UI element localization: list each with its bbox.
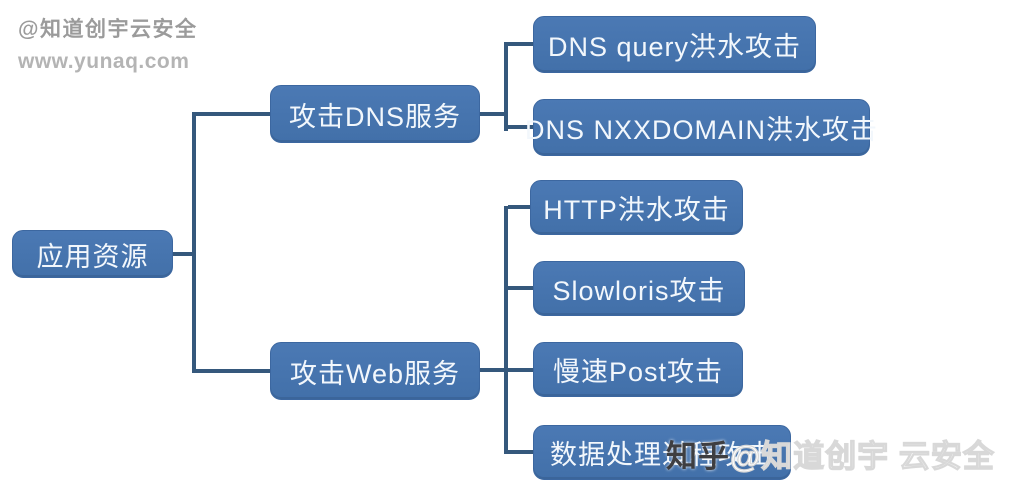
- node-leaf-dns-nxxdomain-flood: DNS NXXDOMAIN洪水攻击: [525, 99, 877, 156]
- node-leaf-slow-post-attack: 慢速Post攻击: [533, 342, 743, 397]
- connector-leaf-dns-query-stub: [508, 42, 533, 46]
- zhihu-logo-text: 知乎: [666, 439, 730, 474]
- node-leaf-dns-query-flood: DNS query洪水攻击: [533, 16, 816, 73]
- connector-leaf-nxxdomain-stub: [508, 125, 533, 129]
- node-leaf-data-processing-attack: 数据处理过程攻击: [533, 425, 791, 480]
- connector-branch-web-stub: [196, 369, 270, 373]
- watermark-top: @知道创宇云安全 www.yunaq.com: [18, 13, 197, 74]
- connector-leaf-dataproc-stub: [508, 450, 533, 454]
- connector-web-trunk: [504, 206, 508, 454]
- connector-dns-trunk: [504, 42, 508, 131]
- watermark-brand-line: @知道创宇云安全: [18, 18, 198, 41]
- connector-leaf-slowloris-stub: [508, 286, 533, 290]
- connector-level1-trunk: [192, 112, 196, 373]
- connector-dns-out-stub: [480, 112, 504, 116]
- node-leaf-http-flood: HTTP洪水攻击: [530, 180, 743, 235]
- watermark-handle: @知道创宇 云安全: [729, 438, 995, 474]
- watermark-bottom: 知乎@知道创宇 云安全: [666, 431, 995, 476]
- connector-branch-dns-stub: [196, 112, 270, 116]
- node-root-application-resources: 应用资源: [12, 230, 173, 278]
- watermark-url: www.yunaq.com: [18, 50, 190, 73]
- connector-root-stub: [173, 252, 194, 256]
- node-leaf-slowloris-attack: Slowloris攻击: [533, 261, 745, 316]
- node-branch-attack-web-service: 攻击Web服务: [270, 342, 480, 400]
- connector-leaf-http-stub: [508, 205, 533, 209]
- node-branch-attack-dns-service: 攻击DNS服务: [270, 85, 480, 143]
